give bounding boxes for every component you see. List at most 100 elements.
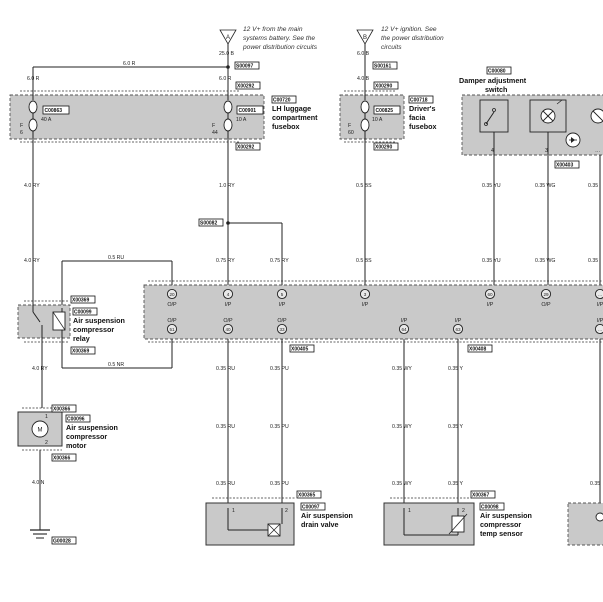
ground-symbol bbox=[30, 529, 50, 539]
ecu-pin-io: O/P bbox=[167, 318, 177, 324]
supply-a-note-1: 12 V+ from the main bbox=[243, 26, 303, 33]
splice-s00097: S00097 bbox=[236, 64, 253, 70]
motor-pin-1: 1 bbox=[45, 414, 48, 420]
fuse-2-number: 44 bbox=[212, 130, 218, 136]
ecu-pin-number: 60 bbox=[487, 292, 493, 297]
sensor-label-3: temp sensor bbox=[480, 529, 523, 538]
wire-label-pu-2: 0.35 PU bbox=[270, 424, 289, 430]
ecu-pin-top-6 bbox=[594, 288, 603, 300]
supply-a-note-3: power distribution circuits bbox=[242, 44, 318, 51]
ecu-pin-top-2 bbox=[276, 288, 288, 300]
ecu-pin-number: 5 bbox=[281, 292, 284, 297]
connector-x00365: X00365 bbox=[298, 493, 315, 499]
connector-x00403: X00403 bbox=[556, 163, 573, 169]
fuse-3-number: 60 bbox=[348, 130, 354, 136]
wire-label-fb1-in: 6.0 R bbox=[27, 76, 40, 82]
connector-c00096: C00096 bbox=[67, 417, 85, 423]
connector-tag-c00863 bbox=[42, 105, 70, 115]
wire-label-yu-a: 0.35 YU bbox=[482, 183, 501, 189]
ecu-pin-number: 63 bbox=[455, 327, 461, 332]
wire-label-y-3: 0.35 Y bbox=[448, 481, 463, 487]
fuse-3-rating: 10 A bbox=[372, 117, 383, 123]
ecu-pin-bottom-3 bbox=[398, 323, 410, 335]
temp-sensor: 1 2 X00367 C00098 Air suspension compres… bbox=[383, 490, 532, 546]
connector-x00290-bottom: X00290 bbox=[375, 145, 392, 151]
compressor-relay: X00369 C00099 Air suspension compressor … bbox=[17, 290, 125, 368]
wire-label-y-1: 0.35 Y bbox=[448, 366, 463, 372]
sensor-pin-2: 2 bbox=[462, 508, 465, 514]
drain-valve: 1 2 X00365 C00097 Air suspension drain v… bbox=[205, 490, 353, 546]
ecu-pin-top-5 bbox=[540, 288, 552, 300]
connector-c00825: C00825 bbox=[376, 108, 394, 114]
fuse-2-rating: 10 A bbox=[236, 117, 247, 123]
ecu-pin-number: 40 bbox=[225, 327, 231, 332]
drain-pin-2: 2 bbox=[285, 508, 288, 514]
ecu-pin-number: 33 bbox=[279, 327, 285, 332]
wire-label-supply-b: 6.0 B bbox=[357, 51, 370, 57]
wire-label-05nr: 0.5 NR bbox=[108, 362, 124, 368]
switch-pin-4: 4 bbox=[491, 148, 494, 154]
connector-c00718: C00718 bbox=[410, 98, 428, 104]
wire-label-fb2-in: 6.0 R bbox=[219, 76, 232, 82]
ecu-pin-io: I/P bbox=[279, 302, 286, 308]
wire-label-pu-1: 0.35 PU bbox=[270, 366, 289, 372]
wire-label-yu-b: 0.35 YU bbox=[482, 258, 501, 264]
wire-label-075ry-b: 0.75 RY bbox=[270, 258, 289, 264]
connector-x00366-top: X00366 bbox=[53, 407, 70, 413]
drivers-facia-fusebox: 10 A F 60 C00825 X00290 X00290 C00718 Dr… bbox=[339, 81, 437, 151]
connector-c00901: C00901 bbox=[239, 108, 257, 114]
ecu-pin-io: I/P bbox=[597, 302, 603, 308]
relay-label-1: Air suspension bbox=[73, 316, 125, 325]
wire-label-ru-1: 0.35 RU bbox=[216, 366, 235, 372]
fuse-1-number: 6 bbox=[20, 130, 23, 136]
ecu-pin-io: I/P bbox=[225, 302, 232, 308]
connector-x00405: X00405 bbox=[291, 347, 308, 353]
wire-label-4ry-c: 4.0 RY bbox=[32, 366, 48, 372]
connector-x00292-bottom: X00292 bbox=[237, 145, 254, 151]
damper-label-2: switch bbox=[485, 85, 507, 94]
splice-s00082: S00082 bbox=[200, 221, 217, 227]
wire-label-pu-3: 0.35 PU bbox=[270, 481, 289, 487]
relay-label-2: compressor bbox=[73, 325, 114, 334]
splice-tag-s00097 bbox=[234, 61, 260, 70]
ecu-pin-io: I/P bbox=[597, 318, 603, 324]
wire-label-035-c: 0.35 bbox=[590, 481, 600, 487]
drain-pin-1: 1 bbox=[232, 508, 235, 514]
sensor-label-1: Air suspension bbox=[480, 511, 532, 520]
supply-b: B 12 V+ ignition. See the power distribu… bbox=[356, 26, 444, 92]
connector-x00367: X00367 bbox=[472, 493, 489, 499]
ecu-pin-number: … bbox=[598, 292, 603, 297]
ecu-pin-number: 29 bbox=[543, 292, 549, 297]
lh-fusebox-label-3: fusebox bbox=[272, 122, 300, 131]
ecu-pin-top-4 bbox=[484, 288, 496, 300]
supply-a-note-2: systems battery. See the bbox=[243, 35, 315, 42]
wire-label-4ry-a: 4.0 RY bbox=[24, 183, 40, 189]
supply-b-note-1: 12 V+ ignition. See bbox=[381, 26, 437, 33]
switch-pin-last: … bbox=[595, 148, 600, 154]
fuse-3-f: F bbox=[348, 123, 351, 129]
wire-label-05ru: 0.5 RU bbox=[108, 255, 124, 261]
connector-c00098: C00098 bbox=[481, 505, 499, 511]
wire-label-ru-2: 0.35 RU bbox=[216, 424, 235, 430]
wire-label-wy-2: 0.35 WY bbox=[392, 424, 412, 430]
ecu-pin-number: 64 bbox=[401, 327, 407, 332]
wire-label-wg-a: 0.35 WG bbox=[535, 183, 555, 189]
facia-fusebox-label-1: Driver's bbox=[409, 104, 435, 113]
splice-tag-s00161 bbox=[372, 61, 398, 70]
drain-label-1: Air suspension bbox=[301, 511, 353, 520]
ecu-pin-io: I/P bbox=[455, 318, 462, 324]
facia-fusebox-label-2: facia bbox=[409, 113, 426, 122]
motor-pin-2: 2 bbox=[45, 440, 48, 446]
damper-adjustment-switch: C00080 Damper adjustment switch 4 3 … X0… bbox=[459, 66, 603, 169]
ecu-pin-io: O/P bbox=[223, 318, 233, 324]
motor-label-1: Air suspension bbox=[66, 423, 118, 432]
compressor-motor: M 1 2 X00366 C00096 Air suspension compr… bbox=[17, 404, 118, 462]
connector-x00366-bottom: X00366 bbox=[53, 456, 70, 462]
ecu-pin-io: I/P bbox=[487, 302, 494, 308]
ecu-pin-number: 20 bbox=[169, 292, 175, 297]
ecu-pin-bottom-0 bbox=[166, 323, 178, 335]
ecu-pin-io: I/P bbox=[362, 302, 369, 308]
